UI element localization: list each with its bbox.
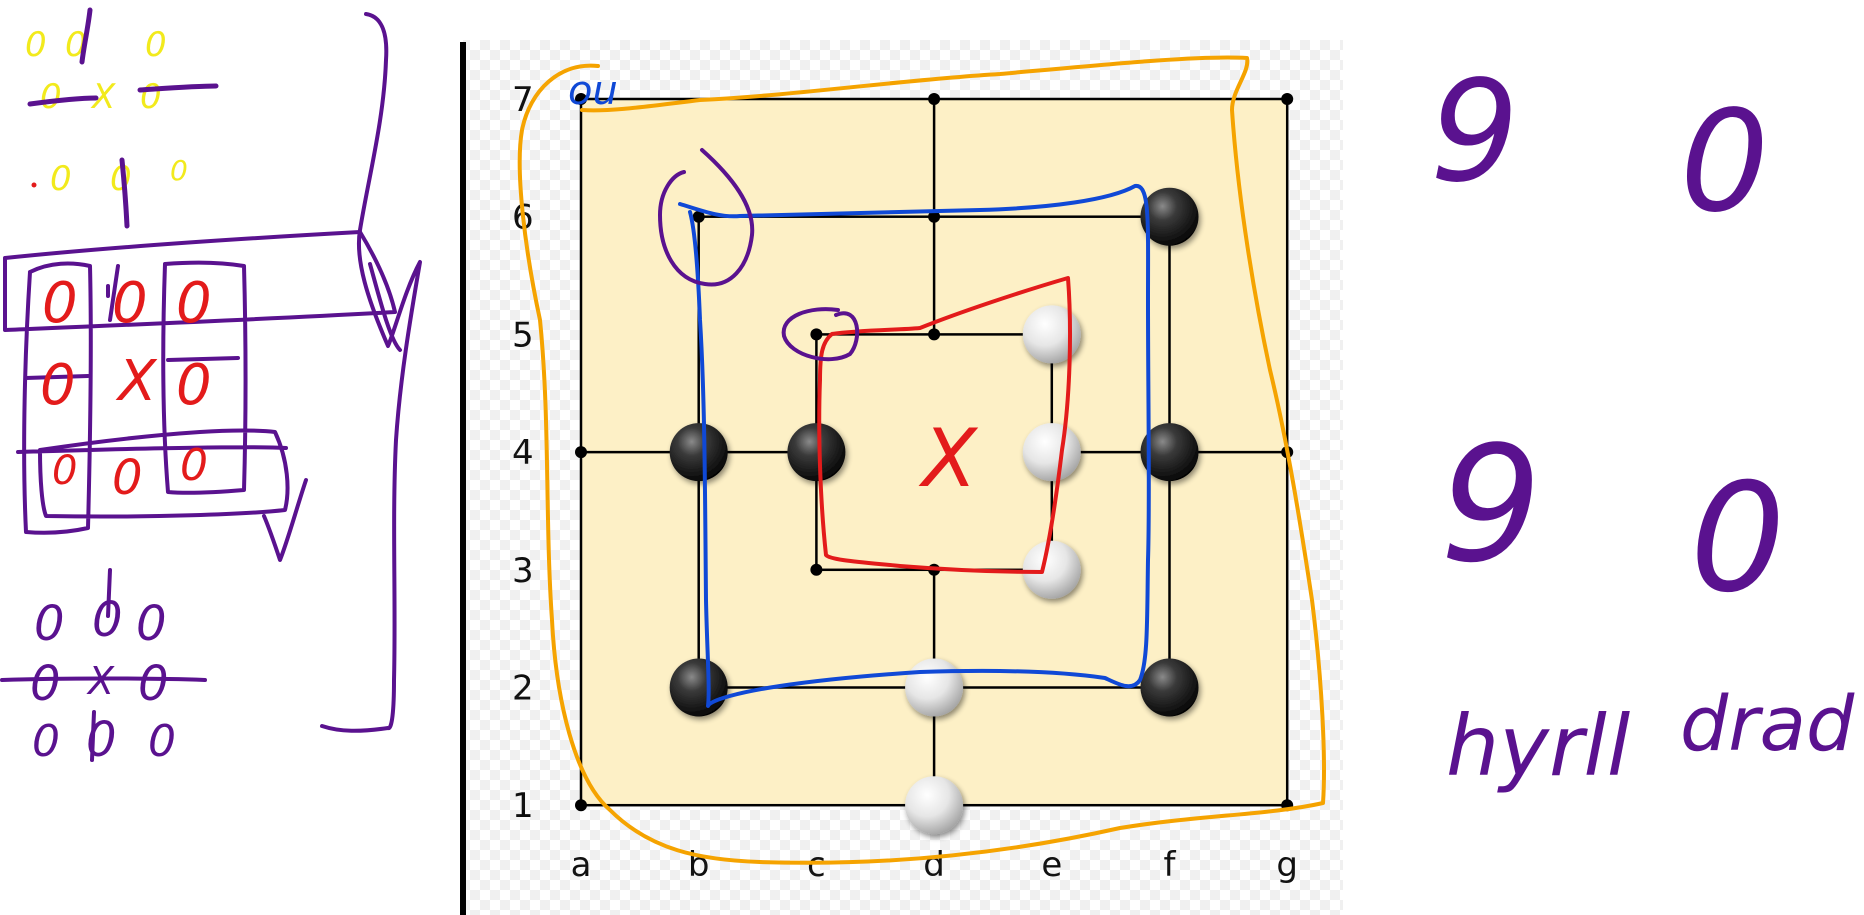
purple-cell: 0: [138, 656, 169, 712]
rank-label: 2: [512, 669, 534, 709]
yellow-cell: 0: [140, 77, 162, 117]
right-notes: 9 0 9 0 hyrll drad: [1430, 51, 1855, 795]
purple-tictactoe: 0 0 0 0 X 0 0 0 0: [0, 568, 207, 768]
purple-circle-c5: [781, 307, 860, 362]
red-cell: 0: [42, 271, 78, 336]
yellow-vertical-stroke: [79, 7, 130, 229]
purple-strikes: [0, 568, 207, 762]
board-point[interactable]: [1281, 93, 1294, 105]
yellow-dot: [31, 182, 37, 188]
white-stone[interactable]: [1022, 423, 1081, 482]
black-stone[interactable]: [669, 658, 728, 717]
corner-ou-mark: ou: [568, 68, 618, 114]
board-point[interactable]: [575, 799, 587, 812]
board-point[interactable]: [575, 93, 587, 105]
center-x-mark: X: [918, 412, 979, 505]
red-cell: 0: [176, 353, 212, 418]
purple-loop-b6: [658, 148, 755, 287]
file-label: c: [807, 845, 826, 885]
board-point[interactable]: [810, 328, 823, 341]
purple-bracket: [320, 12, 422, 733]
board-point[interactable]: [692, 210, 705, 223]
note-bottom-right: drad: [1680, 679, 1855, 768]
red-cell: 0: [176, 271, 212, 336]
board-point[interactable]: [928, 328, 941, 341]
black-stone[interactable]: [787, 423, 846, 482]
purple-cell: 0: [30, 656, 61, 712]
black-stone[interactable]: [1140, 658, 1199, 717]
file-label: b: [688, 845, 710, 885]
white-stone[interactable]: [1022, 305, 1081, 364]
rank-label: 7: [512, 80, 534, 120]
board-point[interactable]: [928, 210, 941, 223]
rank-label: 5: [512, 315, 534, 355]
purple-cell: 0: [148, 716, 176, 767]
red-cell: 0: [112, 450, 143, 506]
yellow-tictactoe: 0 0 0 0 X 0 0 0 0: [25, 7, 219, 229]
purple-cell: 0: [136, 596, 167, 652]
note-mid-left: 9: [1440, 411, 1542, 598]
red-inner-loop: [817, 276, 1072, 574]
file-label: f: [1164, 845, 1177, 885]
board-point[interactable]: [575, 446, 587, 459]
board-point[interactable]: [810, 563, 823, 576]
file-label: e: [1041, 845, 1062, 885]
yellow-cell: 0: [170, 154, 188, 187]
black-stone[interactable]: [1140, 187, 1199, 246]
black-stone[interactable]: [669, 423, 728, 482]
purple-checkmark: [262, 478, 308, 562]
black-stone[interactable]: [1140, 423, 1199, 482]
purple-cell: 0: [34, 596, 65, 652]
rank-label: 3: [512, 551, 534, 591]
yellow-cell: 0: [40, 77, 62, 117]
purple-grid-lines: [3, 230, 402, 535]
red-tictactoe: 0 0 0 0 X 0 0 0 0: [3, 230, 402, 535]
note-mid-right: 0: [1690, 452, 1785, 626]
board-point[interactable]: [928, 93, 941, 105]
left-doodles: 0 0 0 0 X 0 0 0 0 0 0 0 0 X 0 0 0 0: [0, 7, 422, 768]
purple-cell: 0: [32, 716, 60, 767]
blue-middle-loop: [678, 184, 1151, 708]
rank-label: 4: [512, 433, 534, 473]
panel-divider: [460, 42, 466, 915]
orange-outer-loop: [517, 55, 1326, 865]
file-label: g: [1276, 845, 1298, 885]
board-annotations: X ou: [517, 55, 1326, 865]
red-cell: 0: [180, 440, 208, 491]
yellow-cell: 0: [145, 25, 167, 65]
purple-cell: X: [86, 659, 115, 703]
file-label: d: [923, 845, 945, 885]
yellow-cell: 0: [25, 25, 47, 65]
file-label: a: [571, 845, 592, 885]
rank-label: 1: [512, 786, 534, 826]
morris-board: 7 6 5 4 3 2 1 a b c d e f g: [512, 80, 1298, 885]
yellow-strike: [27, 83, 219, 107]
note-bottom-left: hyrll: [1446, 697, 1630, 795]
white-stone[interactable]: [1022, 540, 1081, 599]
red-cell: X: [115, 349, 158, 414]
note-top-right: 0: [1680, 81, 1769, 244]
white-stone[interactable]: [905, 658, 964, 717]
note-top-left: 9: [1430, 51, 1519, 214]
white-stone[interactable]: [905, 776, 964, 835]
yellow-cell: 0: [50, 159, 72, 199]
red-cell: 0: [112, 271, 148, 336]
red-cell: 0: [52, 448, 77, 494]
red-cell: 0: [40, 353, 76, 418]
